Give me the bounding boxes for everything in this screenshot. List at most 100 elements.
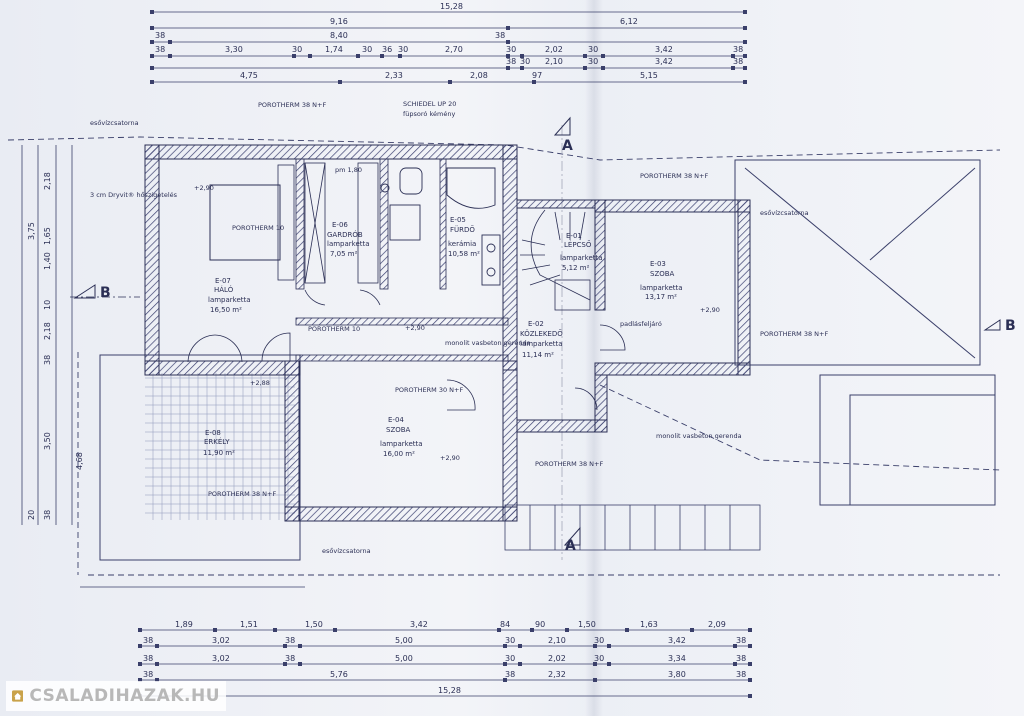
dim-value: 20 (27, 510, 36, 520)
dim-value: 38 (155, 31, 165, 40)
dim-value: 38 (43, 510, 52, 520)
dim-value: 30 (398, 45, 408, 54)
svg-text:SZOBA: SZOBA (386, 426, 411, 434)
dim-total-top: 15,28 (440, 2, 463, 11)
dim-value: 2,33 (385, 71, 403, 80)
paper-fold (585, 0, 603, 716)
dim-value: 38 (495, 31, 505, 40)
svg-text:E-05: E-05 (450, 216, 466, 224)
dim-value: 38 (285, 654, 295, 663)
bottom-dimension-lines (80, 586, 750, 697)
dim-value: 3,02 (212, 636, 230, 645)
svg-text:E-01: E-01 (566, 232, 582, 240)
wall-type-label: POROTHERM 10 (232, 224, 284, 232)
dim-value: 2,32 (548, 670, 566, 679)
dim-value: 3,42 (655, 45, 673, 54)
svg-text:11,90 m²: 11,90 m² (203, 449, 235, 457)
wall-type-label: POROTHERM 10 (308, 325, 360, 333)
left-dimension-lines (21, 145, 73, 525)
dim-value: 1,63 (640, 620, 658, 629)
bottom-dimension-values: POROTHERM 38 N+F 1,89 1,51 1,50 3,42 84 … (143, 620, 746, 695)
room-e08: E-08 ERKÉLY 11,90 m² (203, 429, 235, 457)
dim-value: 2,09 (708, 620, 726, 629)
dim-value: 36 (382, 45, 392, 54)
wardrobe-units (277, 162, 379, 284)
dim-value: 2,08 (470, 71, 488, 80)
dim-value: 30 (506, 45, 516, 54)
svg-text:E-07: E-07 (215, 277, 231, 285)
svg-text:HÁLÓ: HÁLÓ (214, 285, 234, 294)
dim-value: 3,34 (668, 654, 686, 663)
chimney-label: SCHIEDEL UP 20 (403, 100, 456, 108)
dim-value: 3,75 (27, 222, 36, 240)
room-e02: E-02 KÖZLEKEDŐ lamparketta 11,14 m² (520, 320, 563, 359)
elevation-mark: +2,90 (194, 184, 214, 192)
dim-value: 38 (155, 45, 165, 54)
svg-text:E-03: E-03 (650, 260, 666, 268)
dim-value: 1,50 (578, 620, 596, 629)
dim-value: 38 (285, 636, 295, 645)
dim-value: 38 (506, 57, 516, 66)
dim-value: 38 (733, 57, 743, 66)
dim-value: 2,18 (43, 172, 52, 190)
attic-hatch-label: padlásfeljáró (620, 320, 662, 328)
dim-value: 2,70 (445, 45, 463, 54)
dim-value: 2,10 (545, 57, 563, 66)
left-dimension-values: 2,18 1,65 3,75 1,40 2,18 10 38 3,50 4,68… (27, 172, 84, 520)
gutter-label: esővízcsatorna (322, 546, 371, 555)
room-labels: E-07 HÁLÓ lamparketta 16,50 m² E-06 GARD… (203, 216, 683, 458)
staircase (520, 209, 591, 311)
dim-value: 3,80 (668, 670, 686, 679)
section-a-top-icon (553, 116, 571, 136)
dim-value: 38 (43, 355, 52, 365)
svg-text:E-08: E-08 (205, 429, 221, 437)
dim-value: 5,00 (395, 636, 413, 645)
dim-value: 38 (143, 654, 153, 663)
section-a-bottom-icon (563, 526, 581, 546)
svg-text:LÉPCSŐ: LÉPCSŐ (564, 240, 592, 249)
svg-text:KÖZLEKEDŐ: KÖZLEKEDŐ (520, 329, 563, 338)
insulation-label: 3 cm Dryvit® hőszigetelés (90, 190, 178, 199)
svg-text:lamparketta: lamparketta (640, 284, 683, 292)
dim-value: 30 (362, 45, 372, 54)
dim-value: 4,75 (240, 71, 258, 80)
svg-text:10,58 m²: 10,58 m² (448, 250, 480, 258)
dim-value: 2,10 (548, 636, 566, 645)
svg-text:16,00 m²: 16,00 m² (383, 450, 415, 458)
dim-value: 1,51 (240, 620, 258, 629)
svg-text:E-06: E-06 (332, 221, 348, 229)
balcony-outline (99, 354, 301, 561)
svg-text:11,14 m²: 11,14 m² (522, 351, 554, 359)
gutter-label: esővízcsatorna (90, 118, 139, 127)
wall-type-label: POROTHERM 30 N+F (395, 386, 463, 394)
bathroom-fixtures (380, 167, 501, 286)
dim-value: 84 (500, 620, 510, 629)
beam-label: monolit vasbeton gerenda (656, 432, 742, 440)
dim-value: 30 (588, 45, 598, 54)
svg-text:FÜRDŐ: FÜRDŐ (450, 225, 475, 234)
elevation-mark: +2,90 (405, 324, 425, 332)
top-dimension-lines (152, 11, 745, 83)
top-dimension-values: 15,28 9,16 6,12 38 8,40 38 38 3,30 30 1,… (155, 2, 743, 80)
dim-value: 1,50 (305, 620, 323, 629)
dim-total-bottom: 15,28 (438, 686, 461, 695)
dim-value: 3,50 (43, 432, 52, 450)
section-markers: A A B B (70, 116, 1016, 560)
svg-text:lamparketta: lamparketta (380, 440, 423, 448)
wall-type-label: POROTHERM 38 N+F (258, 101, 326, 109)
height-label: pm 1,80 (335, 166, 362, 174)
dim-value: 9,16 (330, 17, 348, 26)
gutter-label: esővízcsatorna (760, 208, 809, 217)
dim-value: 38 (733, 45, 743, 54)
dim-value: 38 (505, 670, 515, 679)
svg-text:16,50 m²: 16,50 m² (210, 306, 242, 314)
svg-text:7,05 m²: 7,05 m² (330, 250, 358, 258)
dim-value: 38 (736, 670, 746, 679)
wall-type-label: POROTHERM 38 N+F (640, 172, 708, 180)
dim-value: 30 (520, 57, 530, 66)
dim-value: 38 (143, 636, 153, 645)
dim-value: 1,40 (43, 252, 52, 270)
dim-value: 6,12 (620, 17, 638, 26)
top-dimension-ticks (150, 10, 747, 84)
